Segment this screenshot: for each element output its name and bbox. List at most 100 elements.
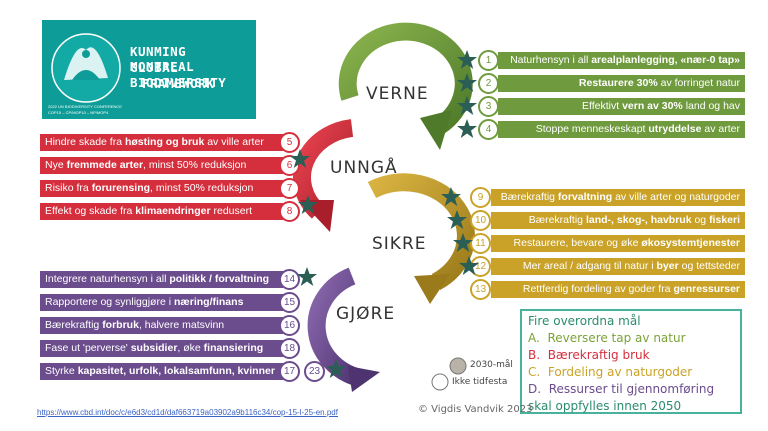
unnga-item-8-post: redusert [210,205,252,217]
unnga-num-6: 6 [279,155,300,176]
goals-footer: skal oppfylles innen 2050 [528,399,682,413]
logo-line2: GLOBAL BIODIVERSITY [130,60,227,90]
goal-b-text: Bærekraftig bruk [547,348,650,362]
gjore-item-15: Rapportere og synliggjøre i næring/finan… [40,294,283,311]
goal-b-letter: B. [528,348,541,362]
verne-label: VERNE [366,84,429,104]
sikre-star-12-icon [459,256,479,275]
gjore-num-15: 15 [279,292,300,313]
sikre-item-10: Bærekraftig land-, skog-, havbruk og fis… [491,212,745,229]
gjore-num-17: 17 [279,361,300,382]
goal-c-text: Fordeling av naturgoder [547,365,693,379]
sikre-arc [367,173,475,304]
sikre-item-9-pre: Bærekraftig [500,191,558,203]
verne-item-1-bold: arealplanlegging, «nær-0 tap» [591,54,740,66]
sikre-item-12-post: og tettsteder [678,260,740,272]
unnga-item-5-pre: Hindre skade fra [45,136,125,148]
sikre-item-10-b2: fiskeri [709,214,740,226]
logo-line1: KUNMING MONTREAL [130,44,195,74]
goals-box: Fire overordna mål A. Reversere tap av n… [520,309,742,414]
unnga-item-7-bold: forurensing [91,182,151,194]
verne-item-2-bold: Restaurere 30% [578,77,658,89]
goal-a-letter: A. [528,331,540,345]
gjore-item-17: Styrke kapasitet, urfolk, lokalsamfunn, … [40,363,283,380]
sikre-item-10-post: og [691,214,710,226]
verne-star-4-icon [457,119,477,138]
unnga-item-6-bold: fremmede arter [66,159,144,171]
unnga-item-8-pre: Effekt og skade fra [45,205,136,217]
unnga-item-5: Hindre skade fra høsting og bruk av vill… [40,134,283,151]
unnga-item-6-post: , minst 50% reduksjon [143,159,247,171]
unnga-item-7-pre: Risiko fra [45,182,92,194]
source-link[interactable]: https://www.cbd.int/doc/c/e6d3/cd1d/daf6… [37,408,338,417]
sikre-item-13-pre: Rettferdig fordeling av goder fra [522,283,674,295]
unnga-arc [293,119,354,232]
verne-num-4: 4 [478,119,499,140]
unnga-item-6-pre: Nye [45,159,67,171]
verne-item-4-post: av arter [701,123,740,135]
unnga-item-6: Nye fremmede arter, minst 50% reduksjon [40,157,283,174]
verne-item-3-bold: vern av 30% [622,100,683,112]
sikre-item-12: Mer areal / adgang til natur i byer og t… [491,258,745,275]
unnga-item-7: Risiko fra forurensing, minst 50% reduks… [40,180,283,197]
goals-title: Fire overordna mål [528,314,641,328]
gjore-num-18: 18 [279,338,300,359]
gjore-item-15-pre: Rapportere og synliggjøre i [45,296,174,308]
sikre-num-10: 10 [470,210,491,231]
gjore-label: GJØRE [336,304,396,324]
verne-item-4: Stoppe menneskeskapt utryddelse av arter [498,121,745,138]
verne-num-1: 1 [478,50,499,71]
goal-d-letter: D. [528,382,542,396]
unnga-star-8-icon [298,195,318,214]
sikre-item-13: Rettferdig fordeling av goder fra genres… [491,281,745,298]
sikre-item-9: Bærekraftig forvaltning av ville arter o… [491,189,745,206]
gjore-item-17-bold: kapasitet, urfolk, lokalsamfunn, kvinner [77,365,275,377]
verne-item-2: Restaurere 30% av forringet natur [498,75,745,92]
legend-empty-label: Ikke tidfesta [452,377,508,387]
verne-item-3-post: land og hav [682,100,740,112]
legend-filled-icon [449,357,467,375]
sikre-star-9-icon [441,187,461,206]
unnga-item-5-post: av ville arter [204,136,264,148]
gjore-item-15-bold: næring/finans [173,296,244,308]
gjore-item-16-bold: forbruk [102,319,139,331]
gjore-num-23: 23 [304,361,325,382]
gjore-item-17-pre: Styrke [45,365,78,377]
sikre-item-10-bold: land-, skog-, havbruk [585,214,692,226]
gjore-item-14-bold: politikk / forvaltning [169,273,270,285]
gjore-item-18-b2: finansiering [203,342,264,354]
sikre-item-9-post: av ville arter og naturgoder [612,191,740,203]
logo-small1: 2022 UN BIODIVERSITY CONFERENCE [48,104,122,109]
verne-item-2-post: av forringet natur [657,77,740,89]
verne-item-1-pre: Naturhensyn i all [510,54,592,66]
gjore-arc [307,267,380,392]
goal-c-letter: C. [528,365,541,379]
sikre-num-13: 13 [470,279,491,300]
sikre-item-9-bold: forvaltning [557,191,613,203]
gjore-item-14: Integrere naturhensyn i all politikk / f… [40,271,283,288]
unnga-label: UNNGÅ [330,158,398,178]
sikre-item-12-pre: Mer areal / adgang til natur i [522,260,657,272]
logo-line3: FRAMEWORK [142,76,215,91]
gjore-item-18-pre: Fase ut 'perverse' [45,342,131,354]
verne-item-3: Effektivt vern av 30% land og hav [498,98,745,115]
sikre-star-11-icon [453,233,473,252]
verne-star-1-icon [457,50,477,69]
logo-small2: COP15 – CP/MOP10 – NP/MOP4 [48,110,109,115]
goal-d-text: Ressurser til gjennomføring [548,382,715,396]
unnga-item-7-post: , minst 50% reduksjon [150,182,254,194]
unnga-item-8: Effekt og skade fra klimaendringer redus… [40,203,283,220]
gjore-item-16-pre: Bærekraftig [45,319,103,331]
sikre-num-9: 9 [470,187,491,208]
gjore-item-18: Fase ut 'perverse' subsidier, øke finans… [40,340,283,357]
verne-star-3-icon [457,96,477,115]
sikre-item-10-pre: Bærekraftig [528,214,586,226]
verne-num-3: 3 [478,96,499,117]
gjore-item-14-pre: Integrere naturhensyn i all [45,273,170,285]
goal-a-text: Reversere tap av natur [547,331,686,345]
gjore-item-16-post: , halvere matsvinn [138,319,225,331]
sikre-item-11-pre: Restaurere, bevare og øke [513,237,642,249]
sikre-num-11: 11 [470,233,491,254]
sikre-label: SIKRE [372,234,427,254]
